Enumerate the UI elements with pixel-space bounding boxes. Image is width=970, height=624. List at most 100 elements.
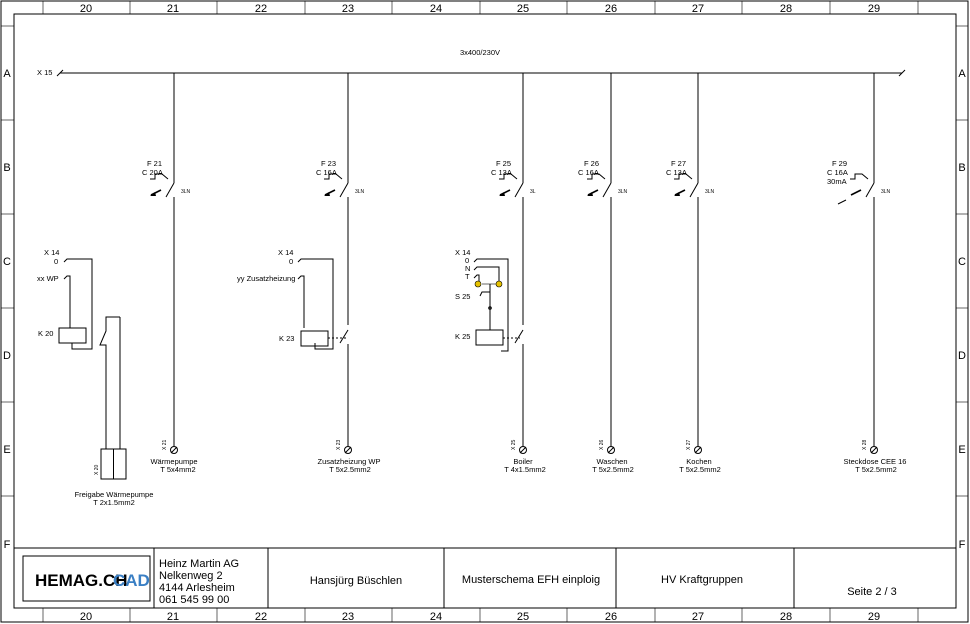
- control-boiler: X 14 0 N T S 25 K 25: [455, 248, 520, 352]
- col-label: 25: [517, 611, 529, 623]
- col-label: 25: [517, 3, 529, 15]
- cable-spec: T 4x1.5mm2: [504, 465, 546, 474]
- breaker-id: F 27: [671, 159, 686, 168]
- terminal-icon: [519, 446, 527, 454]
- row-label: B: [958, 162, 965, 174]
- release-cable: T 2x1.5mm2: [93, 498, 135, 507]
- zero-label: 0: [54, 257, 58, 266]
- row-label: A: [958, 68, 966, 80]
- company-name: Heinz Martin AG: [159, 558, 239, 570]
- load-name: Waschen: [597, 457, 628, 466]
- logo-text: HEMAG.CH: [35, 571, 128, 590]
- company-phone: 061 545 99 00: [159, 594, 229, 606]
- breaker-rating: C 16A: [578, 168, 599, 177]
- col-label: 22: [255, 611, 267, 623]
- terminal-icon: [607, 446, 615, 454]
- terminal-id: X 25: [511, 439, 517, 450]
- company-city: 4144 Arlesheim: [159, 582, 235, 594]
- circuit-f23: F 23 C 16A 3LN X 23 Zusatzheizung WP T 5…: [316, 73, 380, 474]
- col-label: 21: [167, 3, 179, 15]
- relay-coil: [475, 329, 504, 346]
- row-label: D: [3, 350, 11, 362]
- row-label: D: [958, 350, 966, 362]
- col-label: 27: [692, 3, 704, 15]
- n-label: N: [465, 264, 470, 273]
- terminal-id: X 14: [278, 248, 293, 257]
- busbar: X 15 3x400/230V: [37, 48, 906, 77]
- circuit-f26: F 26 C 16A 3LN X 26 Waschen T 5x2.5mm2: [578, 73, 634, 474]
- relay-id: K 23: [279, 334, 294, 343]
- terminal-id: X 21: [162, 439, 168, 450]
- load-name: Kochen: [686, 457, 711, 466]
- row-labels-right: A B C D E F: [958, 68, 966, 551]
- terminal-icon: [870, 446, 878, 454]
- terminal-id: X 14: [455, 248, 470, 257]
- terminal-id: X 26: [599, 439, 605, 450]
- drawing-title: HV Kraftgruppen: [661, 574, 743, 586]
- terminal-id: X 27: [686, 439, 692, 450]
- zero-label: 0: [289, 257, 293, 266]
- col-label: 26: [605, 611, 617, 623]
- company-street: Nelkenweg 2: [159, 570, 223, 582]
- row-label: E: [3, 444, 10, 456]
- breaker-poles: 3LN: [618, 189, 628, 195]
- cable-spec: T 5x2.5mm2: [592, 465, 634, 474]
- release-name: Freigabe Wärmepumpe: [75, 490, 154, 499]
- breaker-id: F 26: [584, 159, 599, 168]
- control-wp: X 14 0 xx WP K 20 X 20 Freigabe Wärmepum…: [37, 248, 153, 507]
- col-label: 27: [692, 611, 704, 623]
- terminal-id: X 20: [94, 464, 100, 475]
- project-name: Musterschema EFH einploig: [462, 574, 600, 586]
- breaker-id: F 29: [832, 159, 847, 168]
- column-labels-top: 20 21 22 23 24 25 26 27 28 29: [80, 3, 880, 15]
- page-number: Seite 2 / 3: [847, 586, 897, 598]
- row-labels-left: A B C D E F: [3, 68, 11, 551]
- col-label: 21: [167, 611, 179, 623]
- breaker-poles: 3LN: [355, 189, 365, 195]
- breaker-poles: 3L: [530, 189, 536, 195]
- col-label: 28: [780, 3, 792, 15]
- col-label: 26: [605, 3, 617, 15]
- breaker-poles: 3LN: [881, 189, 891, 195]
- col-label: 20: [80, 3, 92, 15]
- terminal-icon: [694, 446, 702, 454]
- col-label: 24: [430, 3, 442, 15]
- row-label: F: [4, 539, 11, 551]
- circuit-f27: F 27 C 13A 3LN X 27 Kochen T 5x2.5mm2: [666, 73, 721, 474]
- terminal-id: X 23: [336, 439, 342, 450]
- col-label: 29: [868, 3, 880, 15]
- input-label: xx WP: [37, 274, 59, 283]
- row-label: C: [3, 256, 11, 268]
- terminal-id: X 14: [44, 248, 59, 257]
- title-block: HEMAG.CH CAD Heinz Martin AG Nelkenweg 2…: [14, 547, 956, 608]
- breaker-id: F 25: [496, 159, 511, 168]
- breaker-rating: C 20A: [142, 168, 163, 177]
- breaker-id: F 23: [321, 159, 336, 168]
- col-label: 23: [342, 3, 354, 15]
- indicator-icon: [474, 280, 482, 288]
- circuit-f29: F 29 C 16A 30mA 3LN X 28 Steckdose CEE 1…: [827, 73, 906, 474]
- switch-id: S 25: [455, 292, 470, 301]
- t-label: T: [465, 272, 470, 281]
- col-label: 22: [255, 3, 267, 15]
- load-name: Boiler: [513, 457, 533, 466]
- col-label: 29: [868, 611, 880, 623]
- row-label: E: [958, 444, 965, 456]
- cable-spec: T 5x4mm2: [160, 465, 195, 474]
- control-zh: X 14 0 yy Zusatzheizung K 23: [237, 248, 346, 350]
- col-label: 23: [342, 611, 354, 623]
- cable-spec: T 5x2.5mm2: [855, 465, 897, 474]
- terminal-icon: [170, 446, 178, 454]
- supply-voltage: 3x400/230V: [460, 48, 500, 57]
- column-labels-bottom: 20 21 22 23 24 25 26 27 28 29: [80, 611, 880, 623]
- row-label: C: [958, 256, 966, 268]
- breaker-poles: 3LN: [181, 189, 191, 195]
- col-label: 20: [80, 611, 92, 623]
- logo-accent: CAD: [113, 571, 150, 590]
- circuit-f21: F 21 C 20A 3LN X 21 Wärmepumpe T 5x4mm2: [142, 73, 198, 474]
- col-label: 28: [780, 611, 792, 623]
- terminal-id: X 28: [862, 439, 868, 450]
- row-label: B: [3, 162, 10, 174]
